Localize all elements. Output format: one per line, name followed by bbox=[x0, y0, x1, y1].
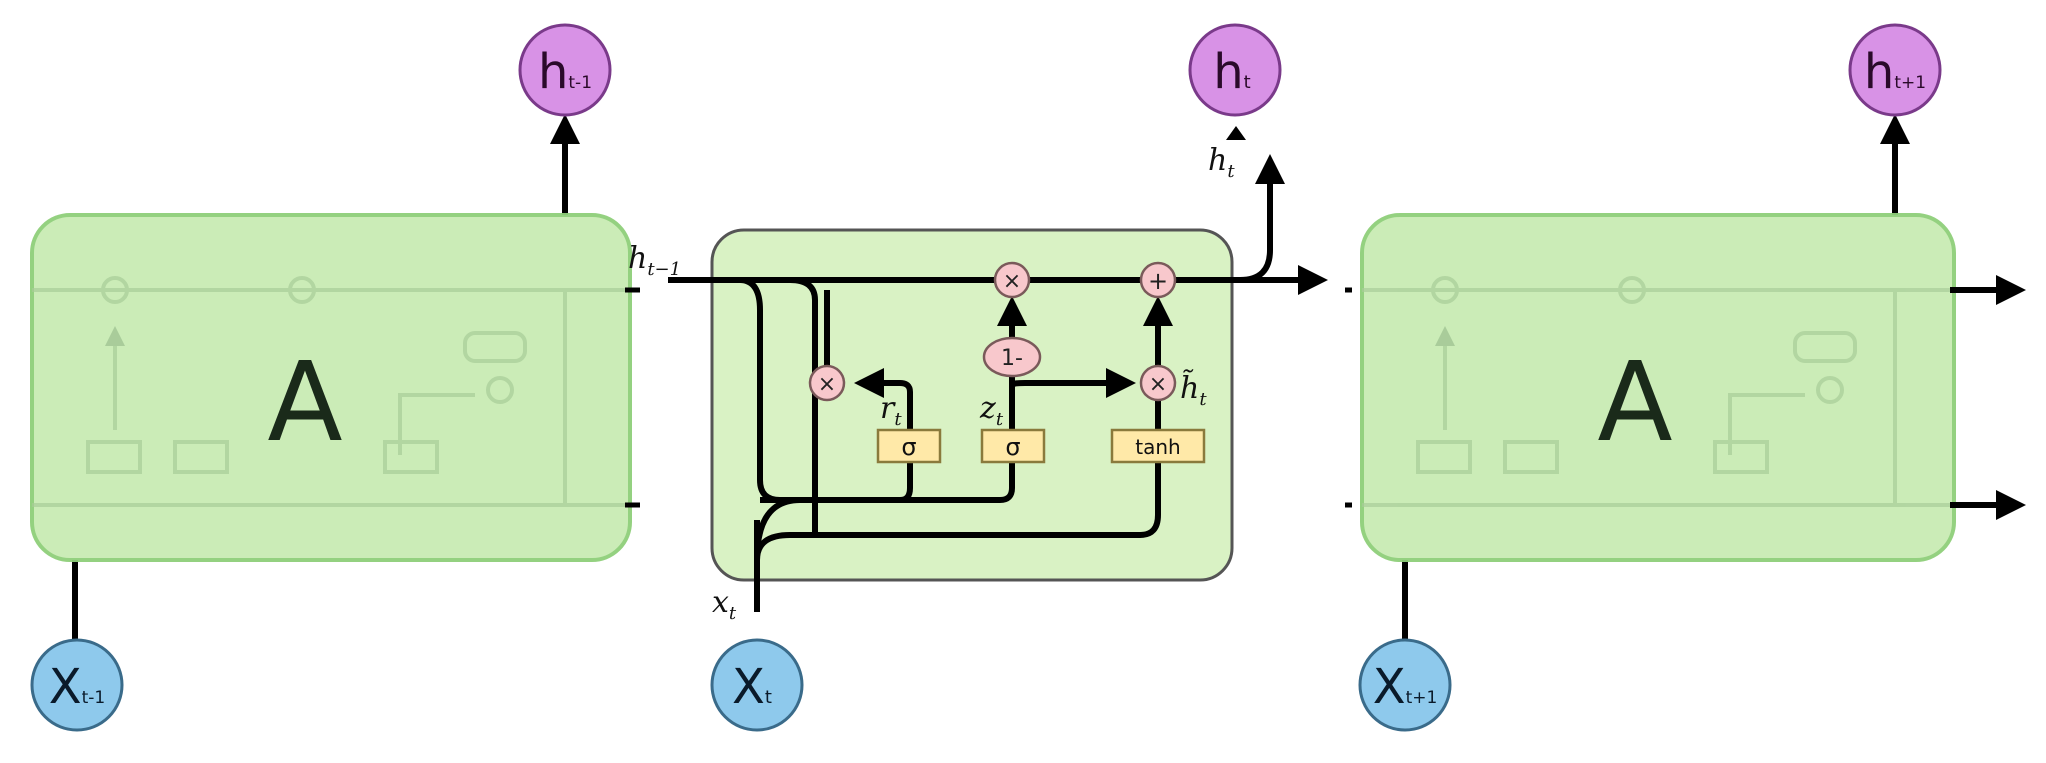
cell-left-label: A bbox=[267, 338, 342, 466]
h-prev-label: ht−1 bbox=[628, 241, 681, 280]
output-node-prev: ht-1 bbox=[518, 23, 612, 117]
svg-text:+: + bbox=[1148, 267, 1168, 295]
svg-text:tanh: tanh bbox=[1135, 435, 1180, 459]
svg-text:×: × bbox=[1003, 269, 1021, 294]
cell-left-faint-internals bbox=[32, 276, 630, 507]
svg-text:1-: 1- bbox=[1001, 346, 1023, 371]
multiply-op-top: × bbox=[993, 261, 1031, 299]
svg-text:Xt: Xt bbox=[732, 659, 772, 715]
svg-text:σ: σ bbox=[1005, 433, 1020, 461]
input-node-prev: Xt-1 bbox=[30, 638, 124, 732]
one-minus-op: 1- bbox=[982, 336, 1042, 378]
candidate-var: h̃t bbox=[1180, 369, 1207, 410]
input-node-current: Xt bbox=[710, 638, 804, 732]
output-node-current: ht bbox=[1188, 23, 1282, 117]
reset-gate-var: rt bbox=[880, 391, 902, 430]
cell-right-label: A bbox=[1597, 338, 1672, 466]
svg-text:×: × bbox=[818, 372, 836, 397]
add-op: + bbox=[1139, 261, 1177, 299]
output-node-next: ht+1 bbox=[1848, 23, 1942, 117]
svg-text:ht: ht bbox=[1213, 44, 1250, 100]
update-gate: σ bbox=[980, 428, 1046, 464]
gru-cell: × + × × 1- σ σ tanh bbox=[628, 126, 1328, 624]
cell-right-faint-internals bbox=[1362, 276, 1954, 507]
update-gate-var: zt bbox=[979, 391, 1004, 430]
multiply-op-reset: × bbox=[808, 364, 846, 402]
svg-text:ht-1: ht-1 bbox=[538, 44, 592, 100]
cell-left: A bbox=[30, 114, 640, 665]
gru-cell-box bbox=[710, 228, 1234, 582]
svg-text:Xt+1: Xt+1 bbox=[1373, 659, 1438, 715]
input-node-next: Xt+1 bbox=[1358, 638, 1452, 732]
candidate-gate: tanh bbox=[1110, 428, 1206, 464]
h-t-label: ht bbox=[1208, 143, 1235, 182]
cell-right: A bbox=[1345, 114, 2026, 665]
svg-text:×: × bbox=[1149, 372, 1167, 397]
reset-gate: σ bbox=[876, 428, 942, 464]
svg-text:σ: σ bbox=[901, 433, 916, 461]
svg-text:ht+1: ht+1 bbox=[1864, 44, 1926, 100]
svg-text:Xt-1: Xt-1 bbox=[49, 659, 106, 715]
x-t-label: xt bbox=[712, 585, 737, 624]
multiply-op-candidate: × bbox=[1139, 364, 1177, 402]
